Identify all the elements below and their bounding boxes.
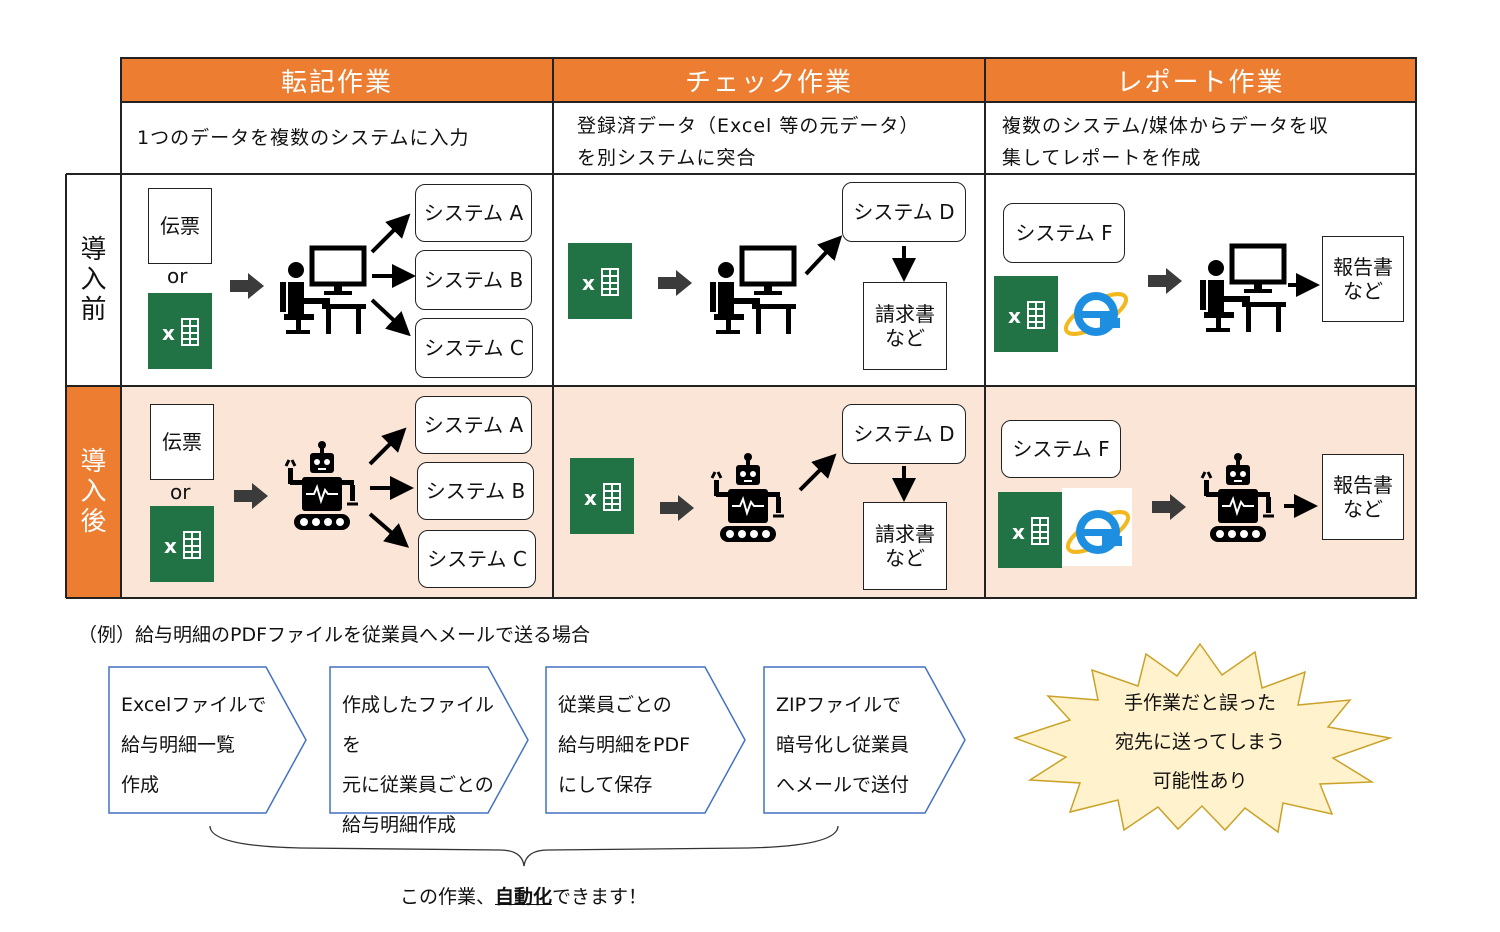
arrow-icon [798, 453, 837, 492]
voucher-box: 伝票 [150, 404, 214, 480]
system-c-box: システム C [415, 318, 533, 378]
row-label-after: 導入後 [80, 447, 107, 537]
step-line: 作成したファイルを [342, 694, 495, 756]
step-shape [545, 666, 746, 814]
robot-icon [1200, 451, 1276, 544]
excel-icon [993, 275, 1059, 353]
automation-footer: この作業、自動化できます！ [400, 882, 647, 909]
excel-icon [149, 505, 215, 583]
step-line: 給与明細をPDF [558, 734, 691, 756]
description-line: 集してレポートを作成 [1002, 147, 1202, 169]
process-steps [108, 666, 966, 814]
brace-icon [209, 825, 839, 867]
step-line: Excelファイルで [121, 694, 267, 716]
column-description-check: 登録済データ（Excel 等の元データ） を別システムに突合 [563, 104, 983, 172]
row-label-after-bg [66, 386, 121, 598]
arrow-icon [804, 235, 843, 276]
robot-icon [284, 439, 360, 532]
invoice-box: 請求書 など [863, 282, 947, 370]
system-b-box: システム B [415, 250, 532, 310]
report-line: 報告書 [1333, 473, 1393, 497]
warning-line: 可能性あり [1152, 770, 1248, 792]
invoice-line: など [885, 546, 925, 570]
voucher-box: 伝票 [148, 188, 212, 264]
excel-icon [997, 491, 1063, 569]
step-line: にして保存 [558, 774, 653, 796]
step-line: へメールで送付 [776, 774, 910, 796]
arrow-icon [658, 270, 692, 296]
excel-icon [567, 242, 633, 320]
report-line: 報告書 [1333, 255, 1393, 279]
step-shape [329, 666, 529, 814]
report-box: 報告書 など [1322, 454, 1404, 540]
warning-text: 手作業だと誤った 宛先に送ってしまう 可能性あり [1100, 684, 1300, 801]
process-step-1: Excelファイルで 給与明細一覧 作成 [109, 685, 269, 805]
footer-emphasis: 自動化 [495, 886, 553, 908]
step-shape [108, 666, 307, 814]
or-label: or [170, 480, 191, 504]
warning-line: 手作業だと誤った [1123, 692, 1276, 714]
column-header-check: チェック作業 [553, 58, 985, 102]
step-line: 作成 [121, 774, 160, 796]
report-line: など [1343, 497, 1383, 521]
example-title: （例）給与明細のPDFファイルを従業員へメールで送る場合 [78, 624, 591, 646]
column-header-report: レポート作業 [985, 58, 1416, 102]
system-f-box: システム F [1003, 203, 1125, 263]
excel-icon [569, 457, 635, 535]
process-step-2: 作成したファイルを 元に従業員ごとの 給与明細作成 [330, 685, 500, 845]
step-line: ZIPファイルで [776, 694, 902, 716]
system-c-box: システム C [418, 530, 536, 588]
arrow-icon [1148, 268, 1182, 294]
invoice-line: 請求書 [875, 522, 935, 546]
step-line: 元に従業員ごとの [342, 774, 494, 796]
arrow-icon [230, 273, 264, 299]
process-step-3: 従業員ごとの 給与明細をPDF にして保存 [546, 685, 716, 805]
starburst-shape [1012, 642, 1393, 834]
invoice-line: 請求書 [875, 302, 935, 326]
step-line: 従業員ごとの [558, 694, 672, 716]
internet-explorer-icon [1058, 284, 1134, 344]
description-line: を別システムに突合 [577, 147, 757, 169]
step-shape [763, 666, 966, 814]
column-header-transcription: 転記作業 [121, 58, 553, 102]
step-line: 給与明細作成 [342, 814, 457, 836]
fan-out-arrows [370, 213, 416, 337]
report-box: 報告書 など [1322, 236, 1404, 322]
person-at-computer-icon [710, 248, 796, 334]
footer-text: できます！ [552, 886, 648, 908]
step-line: 暗号化し従業員 [776, 734, 910, 756]
arrow-icon [1152, 494, 1186, 520]
warning-line: 宛先に送ってしまう [1114, 731, 1286, 753]
person-at-computer-icon [280, 248, 366, 334]
description-line: 登録済データ（Excel 等の元データ） [577, 115, 920, 137]
person-at-computer-icon [1200, 246, 1286, 332]
system-b-box: システム B [417, 462, 534, 520]
column-description-transcription: 1つのデータを複数のシステムに入力 [123, 106, 551, 170]
system-f-box: システム F [1001, 420, 1121, 478]
row-label-before: 導入前 [80, 235, 107, 325]
system-a-box: システム A [415, 396, 532, 454]
invoice-line: など [885, 326, 925, 350]
or-label: or [167, 264, 188, 288]
excel-icon [147, 292, 213, 370]
fan-out-arrows [368, 427, 414, 548]
description-line: 1つのデータを複数のシステムに入力 [137, 127, 470, 149]
footer-text: この作業、 [400, 886, 496, 908]
arrow-icon [660, 495, 694, 521]
robot-icon [710, 451, 786, 544]
system-a-box: システム A [415, 184, 532, 242]
system-d-box: システム D [842, 404, 966, 464]
system-d-box: システム D [842, 182, 966, 242]
report-line: など [1343, 279, 1383, 303]
column-description-report: 複数のシステム/媒体からデータを収 集してレポートを作成 [988, 104, 1414, 172]
arrow-icon [234, 483, 268, 509]
invoice-box: 請求書 など [863, 502, 947, 590]
description-line: 複数のシステム/媒体からデータを収 [1002, 115, 1329, 137]
step-line: 給与明細一覧 [121, 734, 236, 756]
process-step-4: ZIPファイルで 暗号化し従業員 へメールで送付 [764, 685, 934, 805]
